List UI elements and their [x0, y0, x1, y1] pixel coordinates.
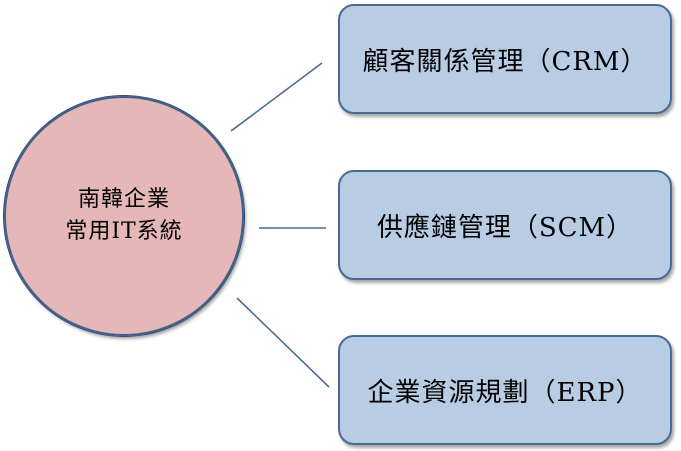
connector-crm: [230, 62, 323, 132]
node-crm-label: 顧客關係管理（CRM）: [362, 46, 648, 77]
connector-erp: [236, 297, 330, 388]
node-erp: 企業資源規劃（ERP）: [338, 335, 672, 445]
node-scm: 供應鏈管理（SCM）: [338, 170, 672, 280]
node-erp-label: 企業資源規劃（ERP）: [367, 377, 643, 408]
node-scm-label: 供應鏈管理（SCM）: [376, 212, 634, 243]
hub-circle: 南韓企業 常用IT系統: [4, 96, 244, 336]
node-crm: 顧客關係管理（CRM）: [338, 4, 672, 114]
hub-title-line1: 南韓企業: [77, 187, 170, 212]
hub-title-line2: 常用IT系統: [65, 219, 183, 244]
